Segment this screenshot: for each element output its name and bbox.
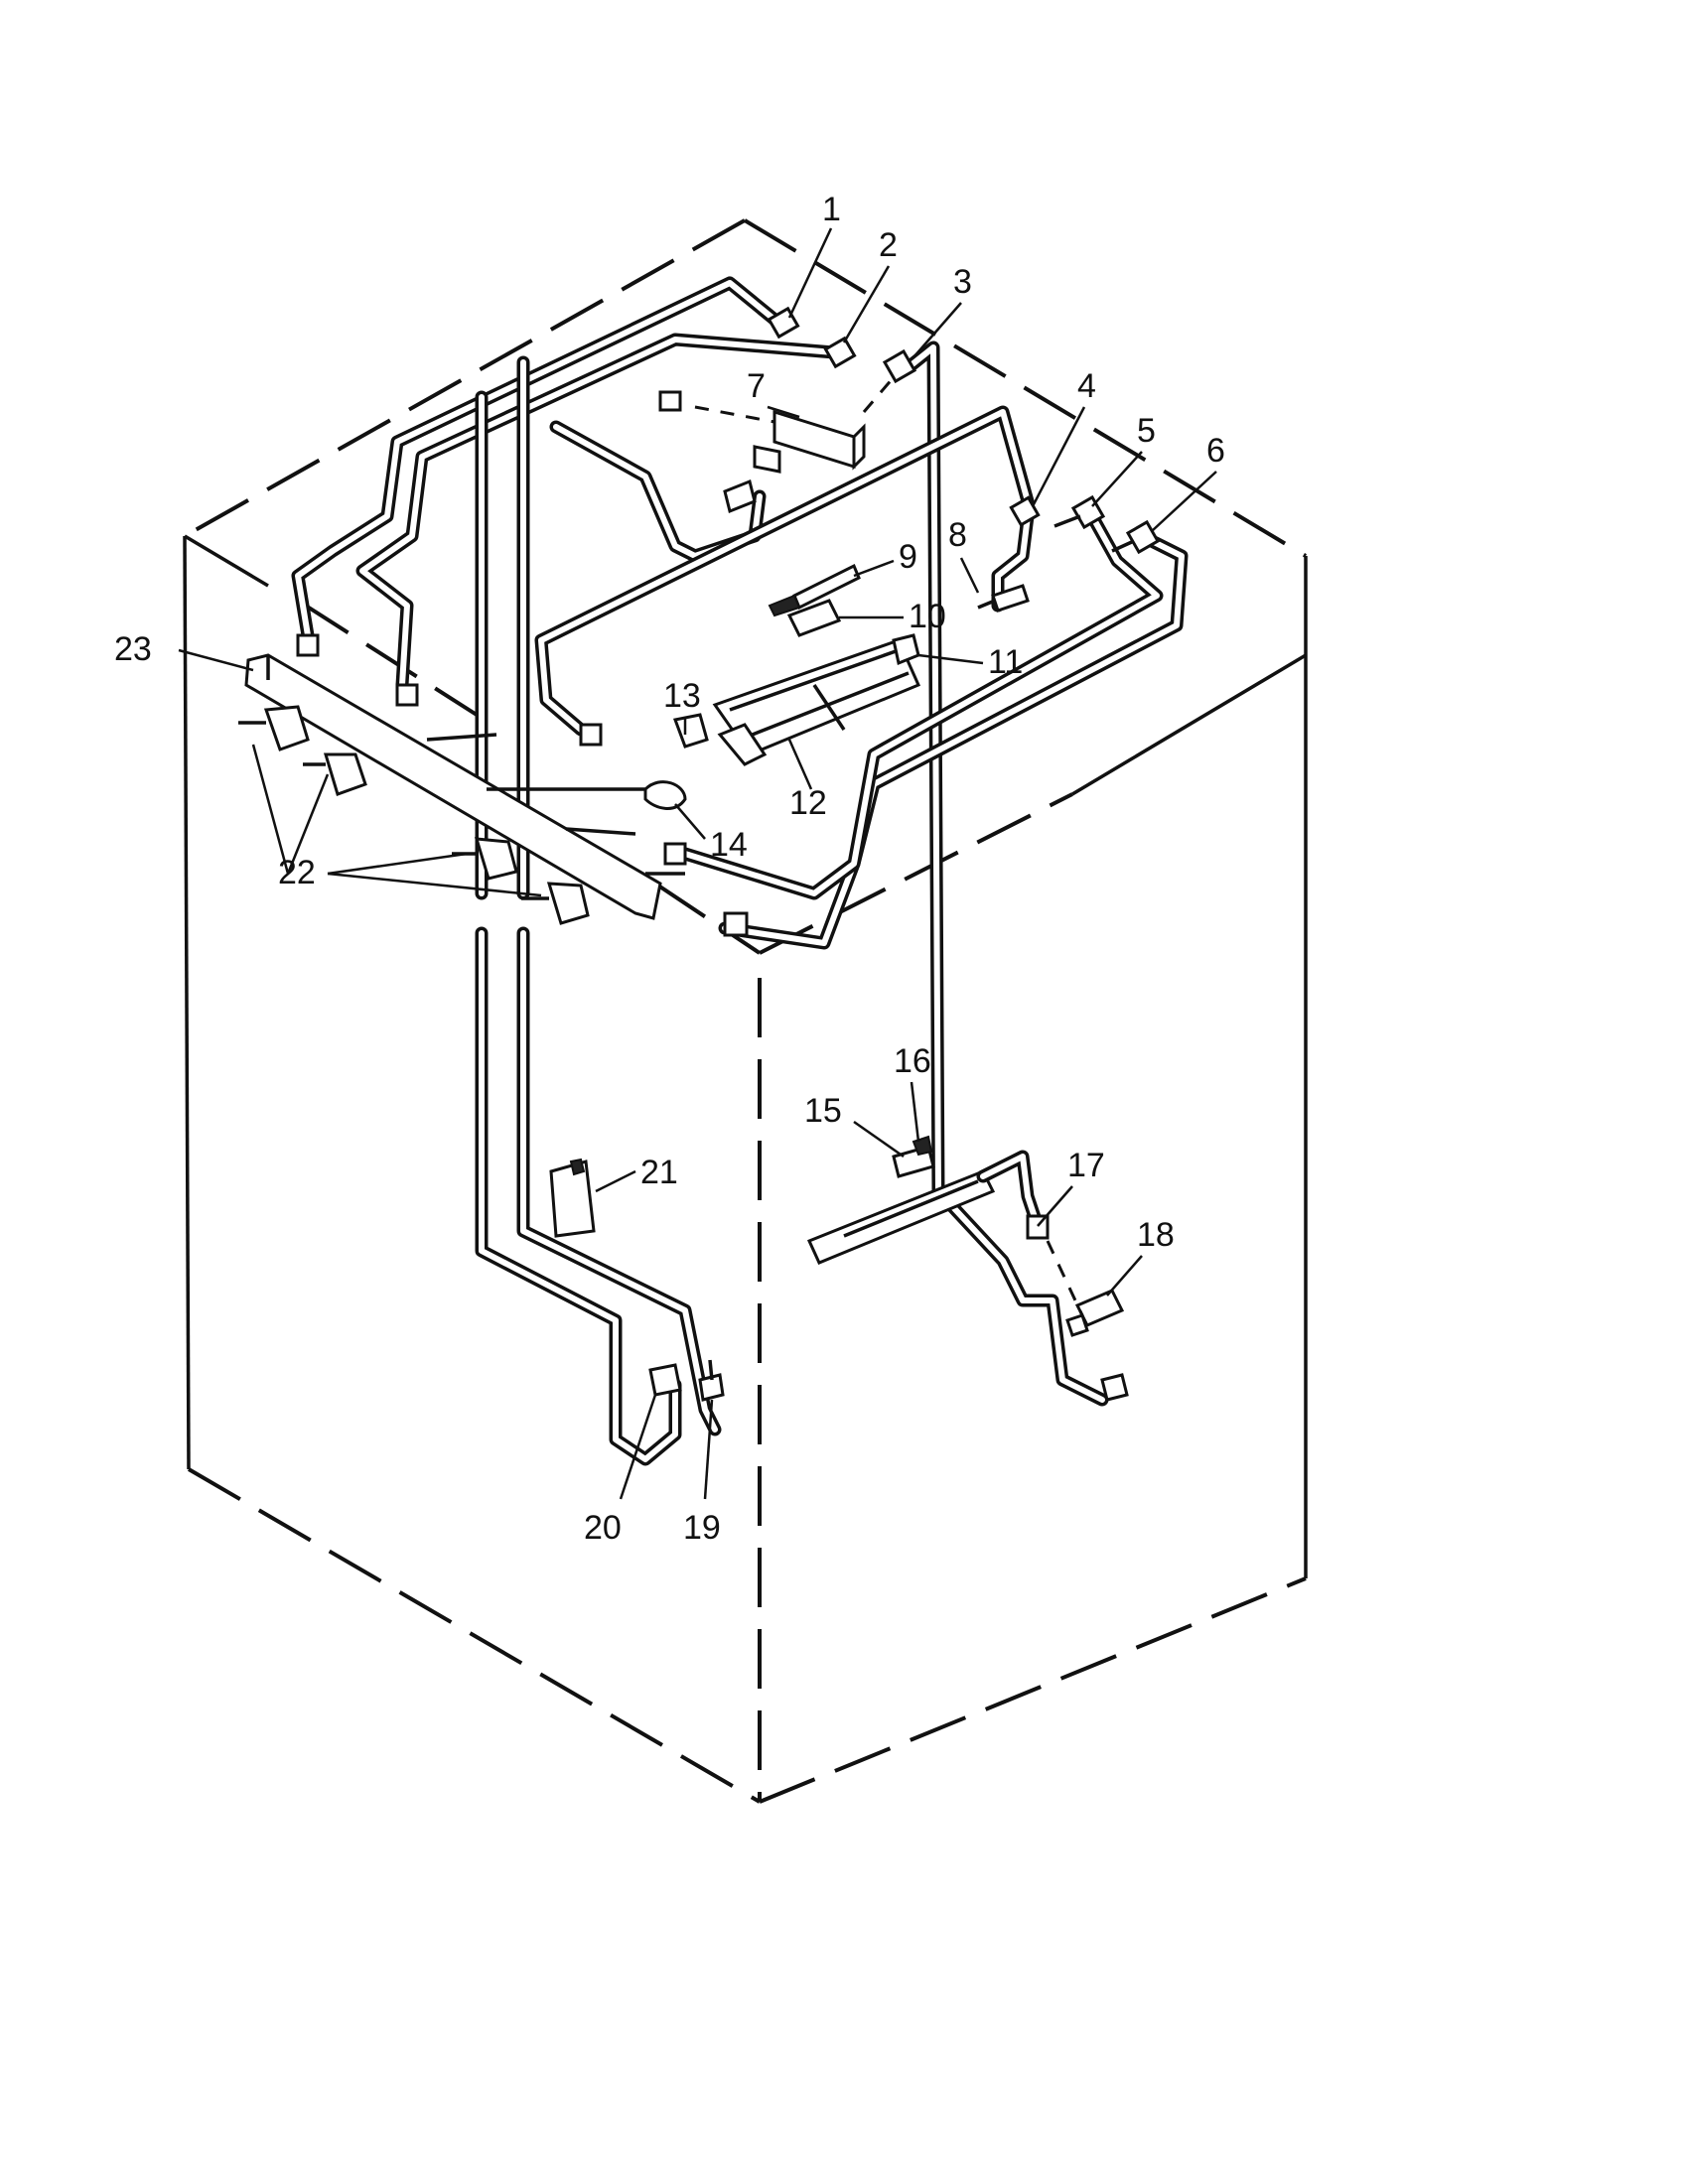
callout-17: 17	[1067, 1147, 1105, 1184]
callout-22: 22	[278, 854, 316, 891]
cabinet-outline	[183, 218, 1308, 1804]
callout-23: 23	[114, 630, 152, 668]
manifold-lines	[426, 733, 685, 876]
callout-9: 9	[899, 538, 917, 576]
callout-3: 3	[953, 263, 972, 301]
callout-14: 14	[710, 826, 748, 864]
callout-7: 7	[747, 367, 766, 405]
callout-labels: 1 2 3 4 5 6 7 8 9 10 11 12 13 14 15 16 1…	[114, 191, 1225, 1547]
callout-4: 4	[1077, 367, 1096, 405]
burner-assembly	[712, 633, 920, 766]
thermocouple	[768, 563, 861, 617]
mounting-bracket	[1046, 1240, 1129, 1402]
callout-5: 5	[1137, 412, 1156, 450]
inlet-fittings	[648, 1359, 725, 1402]
callout-16: 16	[894, 1042, 931, 1080]
callout-1: 1	[822, 191, 841, 228]
callout-13: 13	[663, 677, 701, 715]
clamp	[549, 1158, 596, 1238]
leader-lines	[178, 227, 1217, 1500]
fitting-y	[643, 780, 687, 810]
orifice	[977, 584, 1030, 613]
clip	[786, 599, 842, 637]
callout-2: 2	[879, 226, 898, 264]
callout-11: 11	[988, 643, 1023, 681]
ignitor	[892, 1135, 935, 1178]
callout-10: 10	[909, 598, 946, 635]
callout-20: 20	[584, 1509, 622, 1547]
callout-21: 21	[640, 1154, 678, 1191]
valve-body	[694, 376, 896, 514]
callout-18: 18	[1137, 1216, 1175, 1254]
manifold-bar	[244, 653, 662, 920]
gas-tubing	[291, 276, 1189, 1466]
callout-15: 15	[804, 1092, 842, 1130]
callout-19: 19	[683, 1509, 721, 1547]
broil-burner	[806, 1150, 1050, 1265]
bracket	[672, 713, 709, 749]
callout-6: 6	[1206, 432, 1225, 470]
callout-8: 8	[948, 516, 967, 554]
callout-12: 12	[789, 784, 827, 822]
